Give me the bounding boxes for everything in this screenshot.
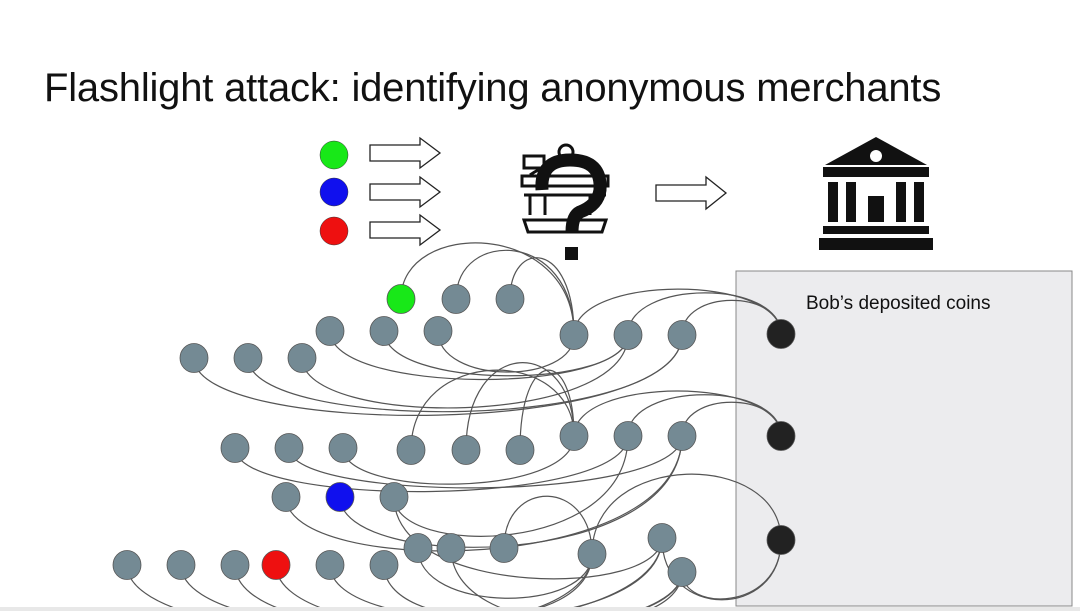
edge (519, 369, 575, 451)
slide-bottom-border (0, 607, 1080, 611)
arrow-right-icon (369, 175, 442, 209)
coin-green (319, 140, 349, 170)
edge (383, 330, 629, 377)
edge (234, 553, 593, 611)
coin-node (667, 557, 697, 587)
coin-node (274, 433, 304, 463)
coin-node (220, 433, 250, 463)
edge (247, 334, 683, 413)
coin-node (451, 435, 481, 465)
coin-node (379, 482, 409, 512)
coin-node (271, 482, 301, 512)
coin-node (166, 550, 196, 580)
deposited-coin-node (766, 525, 796, 555)
edge (417, 547, 593, 599)
edge (180, 537, 663, 611)
coin-node (613, 421, 643, 451)
coin-node (112, 550, 142, 580)
edge (410, 369, 575, 451)
coin-node (369, 316, 399, 346)
slide-title: Flashlight attack: identifying anonymous… (44, 66, 942, 110)
edge (465, 362, 575, 451)
edge (342, 435, 575, 485)
coin-node (220, 550, 250, 580)
edge (234, 435, 629, 493)
edge (573, 390, 782, 437)
edge (400, 242, 575, 336)
edge (126, 564, 683, 611)
coin-node (559, 421, 589, 451)
edge (509, 257, 575, 336)
arrow-right-icon (369, 136, 442, 170)
coin-node (423, 316, 453, 346)
coin-node (315, 550, 345, 580)
coin-node (505, 435, 535, 465)
edge (393, 435, 629, 537)
coin-node (613, 320, 643, 350)
coin-node (441, 284, 471, 314)
deposited-coins-label: Bob’s deposited coins (806, 293, 991, 314)
edge (591, 473, 782, 555)
coin-node (315, 316, 345, 346)
coin-node (559, 320, 589, 350)
coin-node (287, 343, 317, 373)
nodes (112, 284, 796, 587)
coin-node (328, 433, 358, 463)
deposited-coin-node (766, 319, 796, 349)
coin-node (436, 533, 466, 563)
coin-node (179, 343, 209, 373)
bank-icon (819, 137, 933, 250)
coin-node (667, 421, 697, 451)
arrow-right-icon (369, 213, 442, 247)
shop-with-question-mark-icon (520, 143, 610, 260)
coin-node (489, 533, 519, 563)
edge (393, 496, 663, 580)
coin-node (647, 523, 677, 553)
edge (573, 288, 782, 336)
coin-node (369, 550, 399, 580)
edge (503, 495, 593, 555)
coin-node-green (386, 284, 416, 314)
edge (285, 435, 683, 552)
coin-node-red (261, 550, 291, 580)
edge (275, 564, 683, 611)
edge (450, 547, 683, 611)
coin-node (233, 343, 263, 373)
coin-node-blue (325, 482, 355, 512)
coin-blue (319, 177, 349, 207)
edge (329, 537, 663, 611)
deposited-coin-node (766, 421, 796, 451)
coin-node (495, 284, 525, 314)
coin-red (319, 216, 349, 246)
coin-node (667, 320, 697, 350)
edge (193, 334, 683, 416)
edge (301, 334, 629, 409)
edge (288, 435, 683, 489)
edge (437, 330, 575, 373)
arrow-right-icon (655, 175, 728, 211)
coin-node (403, 533, 433, 563)
edge (455, 249, 575, 336)
coin-node (396, 435, 426, 465)
coin-node (577, 539, 607, 569)
edge (383, 553, 593, 611)
